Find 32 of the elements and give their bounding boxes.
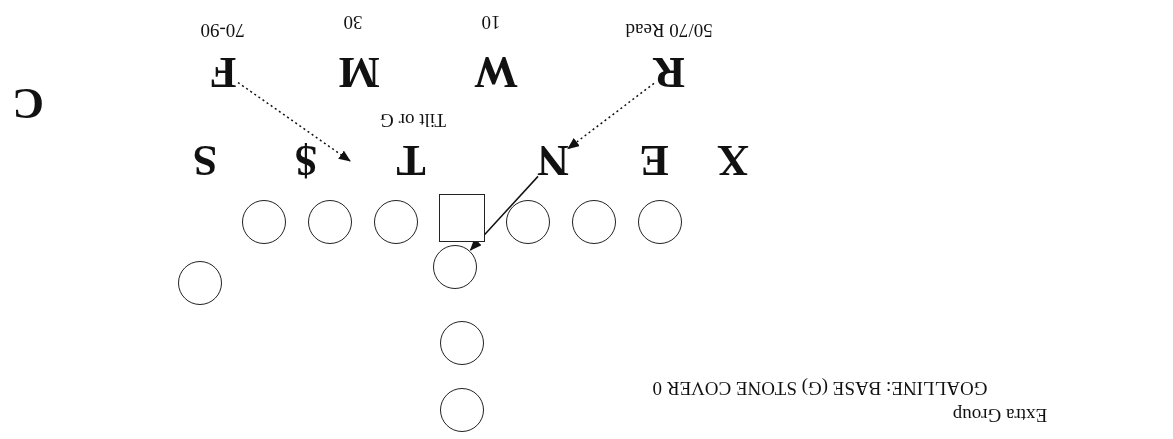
player-circle [242,200,286,244]
position-letter: W [474,50,518,94]
player-circle [638,200,682,244]
heading-text: GOALLINE: BASE (G) STONE COVER 0 [652,378,988,398]
dotted-arrow [237,81,351,162]
player-circle [433,245,477,289]
position-letter: C [12,81,44,125]
dotted-arrow [567,82,655,150]
position-letter: F [209,50,237,94]
player-circle [308,200,352,244]
note-text: Tilt or G [380,110,446,130]
player-circle [440,388,484,432]
position-letter: T [396,138,426,182]
zone-label: 70-90 [200,20,246,40]
player-circle [572,200,616,244]
player-square [439,194,485,242]
position-letter: R [653,50,685,94]
heading-text: Extra Group [952,405,1048,425]
position-letter: X [717,138,749,182]
position-letter: M [338,50,380,94]
arrow [469,175,539,251]
player-circle [374,200,418,244]
position-letter: N [537,138,569,182]
position-letter: $ [295,138,317,182]
player-circle [506,200,550,244]
position-letter: E [639,138,669,182]
player-circle [178,261,222,305]
note-text: 10 [481,12,501,32]
zone-label: 50/70 Read [625,20,713,40]
player-circle [440,321,484,365]
note-text: 30 [343,12,363,32]
position-letter: S [192,138,218,182]
